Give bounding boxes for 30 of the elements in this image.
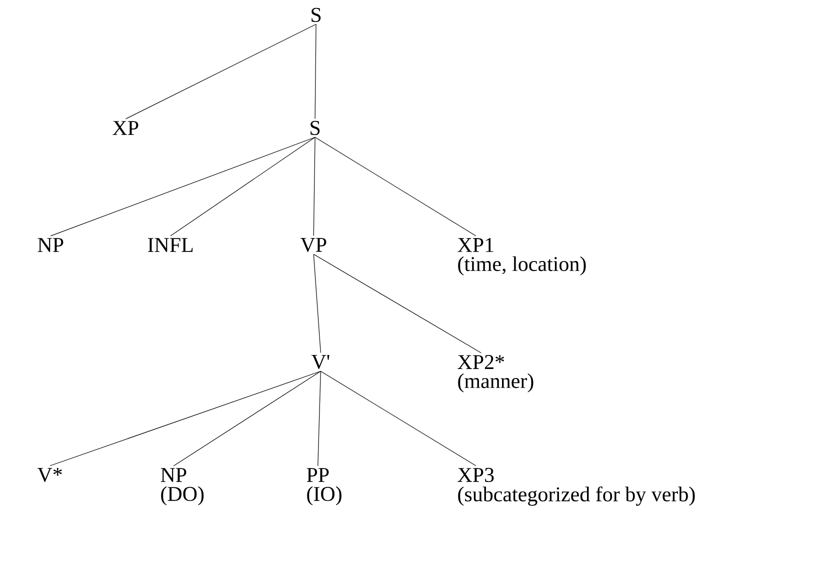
tree-branch bbox=[313, 254, 321, 354]
annotation: (manner) bbox=[458, 373, 534, 392]
tree-branch bbox=[50, 136, 316, 236]
category-label: V* bbox=[37, 468, 62, 482]
category-label: XP1 bbox=[458, 238, 494, 252]
annotation: (subcategorized for by verb) bbox=[458, 486, 695, 506]
category-label: S bbox=[310, 120, 320, 136]
category-label: NP bbox=[160, 468, 186, 482]
category-label: PP bbox=[306, 468, 329, 482]
category-label: XP3 bbox=[458, 468, 494, 482]
category-label: INFL bbox=[148, 238, 193, 252]
tree-branch bbox=[170, 136, 316, 236]
tree-branch bbox=[313, 254, 482, 354]
category-label: XP bbox=[112, 121, 138, 135]
tree-branch bbox=[50, 370, 321, 466]
tree-branch bbox=[313, 136, 316, 236]
category-label: V' bbox=[311, 354, 330, 370]
tree-branch bbox=[320, 370, 476, 466]
annotation: (DO) bbox=[161, 486, 204, 506]
category-label: NP bbox=[38, 238, 64, 252]
category-label: XP2* bbox=[458, 355, 504, 369]
annotation: (time, location) bbox=[458, 256, 586, 276]
category-label: VP bbox=[300, 238, 326, 252]
annotation: (IO) bbox=[307, 486, 342, 506]
tree-branch bbox=[314, 24, 316, 120]
tree-branch bbox=[314, 136, 476, 236]
tree-branch bbox=[318, 370, 321, 466]
category-label: S bbox=[312, 8, 321, 22]
tree-branch bbox=[173, 370, 321, 466]
tree-branch bbox=[125, 24, 316, 120]
